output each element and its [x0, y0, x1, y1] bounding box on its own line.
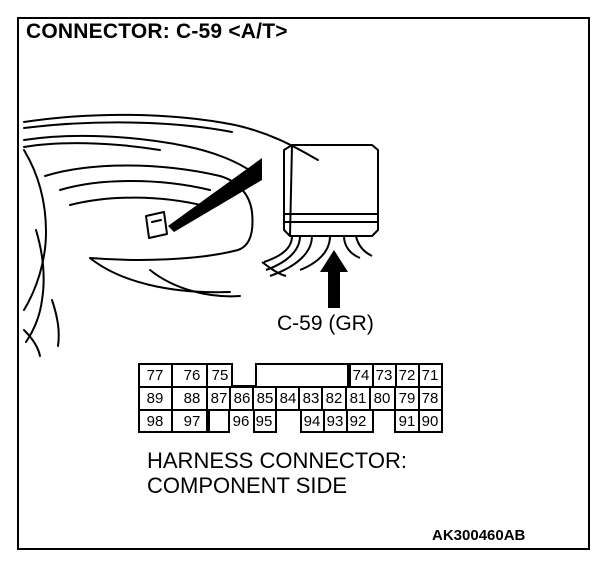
pin-label: 77 [146, 367, 164, 384]
pin-label: 74 [352, 367, 370, 384]
pin-label: 98 [146, 413, 164, 430]
pin-label: 72 [398, 367, 416, 384]
pin-label: 73 [375, 367, 393, 384]
pin-label: 75 [211, 367, 229, 384]
caption-line-1: HARNESS CONNECTOR: [147, 448, 407, 473]
pin-label: 90 [421, 413, 439, 430]
pin-label: 87 [210, 390, 228, 407]
steering-column-outline [23, 149, 47, 311]
pin-label: 80 [373, 390, 391, 407]
pin-label: 82 [325, 390, 343, 407]
pin-label: 78 [421, 390, 439, 407]
pin-label: 76 [183, 367, 201, 384]
figure-id: AK300460AB [432, 527, 526, 544]
glove-box-outline [44, 164, 254, 261]
pin-label: 94 [303, 413, 321, 430]
connector-face-outline [138, 363, 443, 433]
pin-label: 92 [349, 413, 367, 430]
pin-label: 86 [233, 390, 251, 407]
diagram-title: CONNECTOR: C-59 <A/T> [26, 20, 288, 43]
connector-location-mark [145, 211, 168, 239]
ecu-module [283, 144, 379, 237]
pin-label: 79 [398, 390, 416, 407]
pin-label: 88 [183, 390, 201, 407]
dashboard-outline [23, 113, 319, 161]
pin-label: 91 [398, 413, 416, 430]
pin-label: 97 [183, 413, 201, 430]
pin-label: 89 [146, 390, 164, 407]
wire-harness [263, 235, 293, 263]
pin-label: 96 [232, 413, 250, 430]
pin-label: 83 [302, 390, 320, 407]
pin-label: 84 [279, 390, 297, 407]
pin-label: 81 [349, 390, 367, 407]
connector-caption: HARNESS CONNECTOR: COMPONENT SIDE [147, 448, 407, 498]
diagram-frame [17, 17, 590, 550]
connector-arrow [320, 250, 348, 308]
pin-label: 85 [256, 390, 274, 407]
pin-label: 93 [326, 413, 344, 430]
caption-line-2: COMPONENT SIDE [147, 473, 348, 498]
pointer-wedge [168, 158, 262, 232]
pin-label: 95 [255, 413, 273, 430]
pin-label: 71 [421, 367, 439, 384]
connector-label: C-59 (GR) [277, 312, 374, 335]
